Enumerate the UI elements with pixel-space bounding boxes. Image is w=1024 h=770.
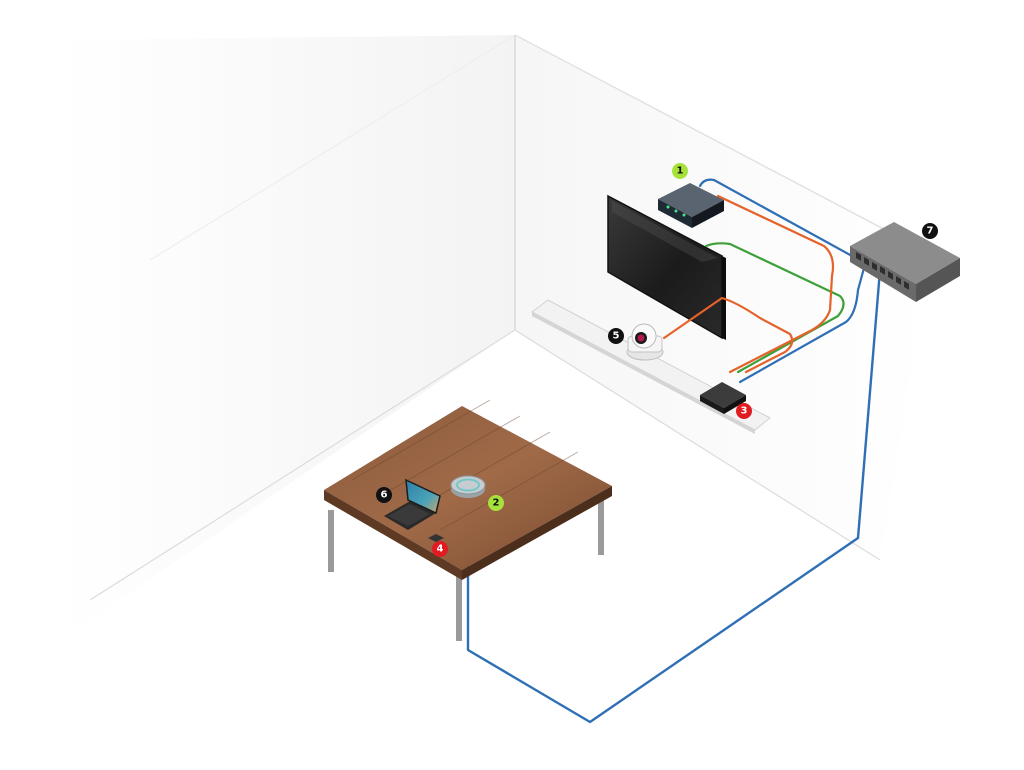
badge-5: 5	[608, 328, 624, 344]
cable-video-bridge	[716, 194, 835, 374]
network-switch	[850, 222, 960, 302]
cable-video-camera	[662, 296, 794, 374]
badge-4: 4	[432, 541, 448, 557]
badge-2: 2	[488, 495, 504, 511]
badge-6: 6	[376, 487, 392, 503]
badge-label: 4	[437, 544, 444, 555]
left-wall	[60, 35, 515, 640]
table-connector-icon	[428, 534, 444, 542]
badge-label: 7	[927, 226, 934, 237]
speakerphone-icon	[450, 475, 486, 498]
cable-network-table	[466, 268, 882, 724]
cable-network-bridge	[698, 178, 854, 258]
table-leg	[598, 495, 604, 555]
wall-left-top-edge	[149, 34, 516, 261]
badge-label: 5	[613, 331, 620, 342]
mini-pc-icon	[700, 382, 746, 414]
laptop-icon	[384, 478, 441, 530]
badge-label: 6	[381, 490, 388, 501]
table-leg	[328, 510, 334, 572]
av-bridge-icon	[658, 183, 724, 228]
table-leg	[456, 575, 462, 641]
ptz-camera-icon	[626, 323, 664, 361]
badge-7: 7	[922, 223, 938, 239]
badge-label: 1	[677, 166, 684, 177]
wall-floor-edge-right	[514, 329, 881, 561]
wall-floor-edge-left	[89, 329, 516, 601]
cables	[466, 178, 882, 724]
switch-ports	[856, 252, 909, 290]
badge-3: 3	[736, 403, 752, 419]
cable-usb	[704, 242, 845, 374]
badge-label: 3	[741, 406, 748, 417]
wall-top-edge	[514, 34, 896, 236]
badge-label: 2	[493, 498, 500, 509]
badge-1: 1	[672, 163, 688, 179]
cable-network-pc	[738, 266, 866, 384]
